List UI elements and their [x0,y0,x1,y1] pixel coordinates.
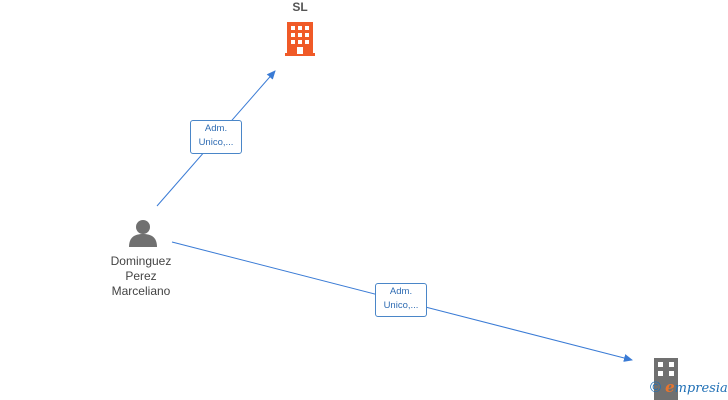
company-sl-label[interactable]: SL [292,0,308,14]
building-icon[interactable] [285,22,315,56]
brand-rest: mpresia [674,381,728,396]
brand-name: empresia [665,378,728,396]
copyright-symbol: © [650,379,662,396]
empresia-watermark[interactable]: ©empresia [650,378,728,398]
edge-role-line-2: Unico,... [383,300,419,311]
edge-role-label[interactable]: Adm. Unico,... [190,120,242,154]
edge-role-label[interactable]: Adm. Unico,... [375,283,427,317]
person-name-line-2: Perez [125,269,157,283]
brand-initial: e [665,378,675,396]
building-icon[interactable] [654,358,678,400]
edge-role-line-2: Unico,... [198,137,234,148]
person-name-line-1: Dominguez [110,254,172,268]
person-icon[interactable] [129,220,157,247]
person-name-line-3: Marceliano [111,284,171,298]
edge-role-line-1: Adm. [204,123,228,134]
person-name-label[interactable]: Dominguez Perez Marceliano [95,254,187,299]
edge-role-line-1: Adm. [389,286,413,297]
